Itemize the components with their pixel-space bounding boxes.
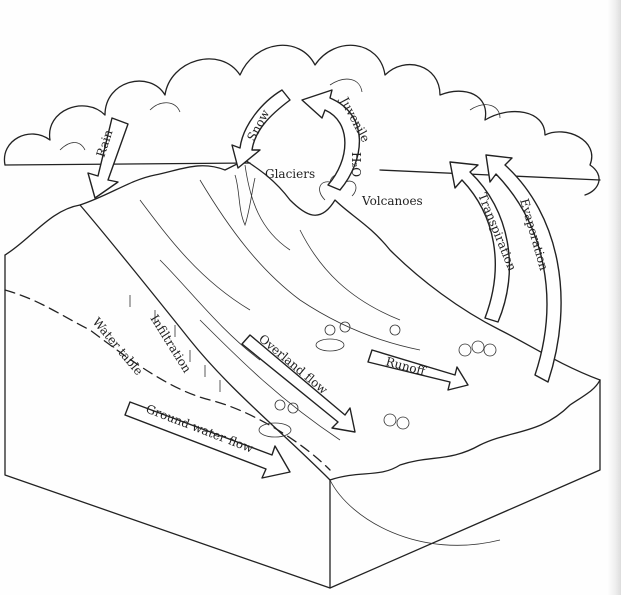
transpiration-arrow <box>449 161 511 323</box>
juvenile-h2o-arrow <box>301 89 361 191</box>
rain-arrow <box>87 117 129 199</box>
snow-arrow <box>231 89 291 169</box>
label-volcanoes: Volcanoes <box>361 194 423 208</box>
arrows <box>87 89 562 479</box>
label-water-table: Water table <box>90 315 146 378</box>
label-glaciers: Glaciers <box>265 167 315 181</box>
page-edge-shadow <box>607 0 621 595</box>
overland-flow-arrow <box>241 334 356 433</box>
label-infiltration: Infiltration <box>147 312 194 375</box>
ground-water-flow-arrow <box>124 401 291 479</box>
label-h2o: H₂O <box>349 152 363 177</box>
label-runoff: Runoff <box>384 354 428 378</box>
evaporation-arrow <box>485 154 562 383</box>
landscape-block <box>4 159 601 589</box>
runoff-arrow <box>367 349 469 391</box>
